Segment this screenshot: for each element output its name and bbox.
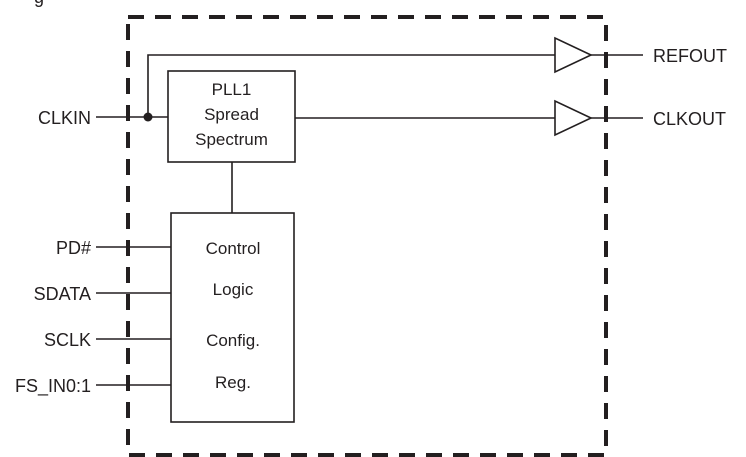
clkout-buffer-icon — [554, 99, 593, 137]
fs-in-label: FS_IN0:1 — [15, 376, 91, 397]
control-logic-block — [170, 212, 295, 423]
title-fragment: g — [34, 0, 44, 7]
clkout-label: CLKOUT — [653, 109, 726, 129]
pd-label: PD# — [56, 238, 91, 258]
pll-label-line-3: Spectrum — [195, 130, 268, 149]
control-label-line-3: Config. — [206, 331, 260, 350]
refout-wire — [147, 54, 555, 117]
control-label-line-2: Logic — [213, 280, 254, 299]
pll-block — [167, 70, 296, 163]
sdata-label: SDATA — [34, 284, 91, 304]
sclk-label: SCLK — [44, 330, 91, 350]
pll-label-line-1: PLL1 — [212, 80, 252, 99]
control-label-line-4: Reg. — [215, 373, 251, 392]
refout-buffer-icon — [554, 36, 593, 74]
pll-label-line-2: Spread — [204, 105, 259, 124]
refout-label: REFOUT — [653, 46, 727, 66]
control-label-line-1: Control — [206, 239, 261, 258]
clkin-label: CLKIN — [38, 108, 91, 128]
